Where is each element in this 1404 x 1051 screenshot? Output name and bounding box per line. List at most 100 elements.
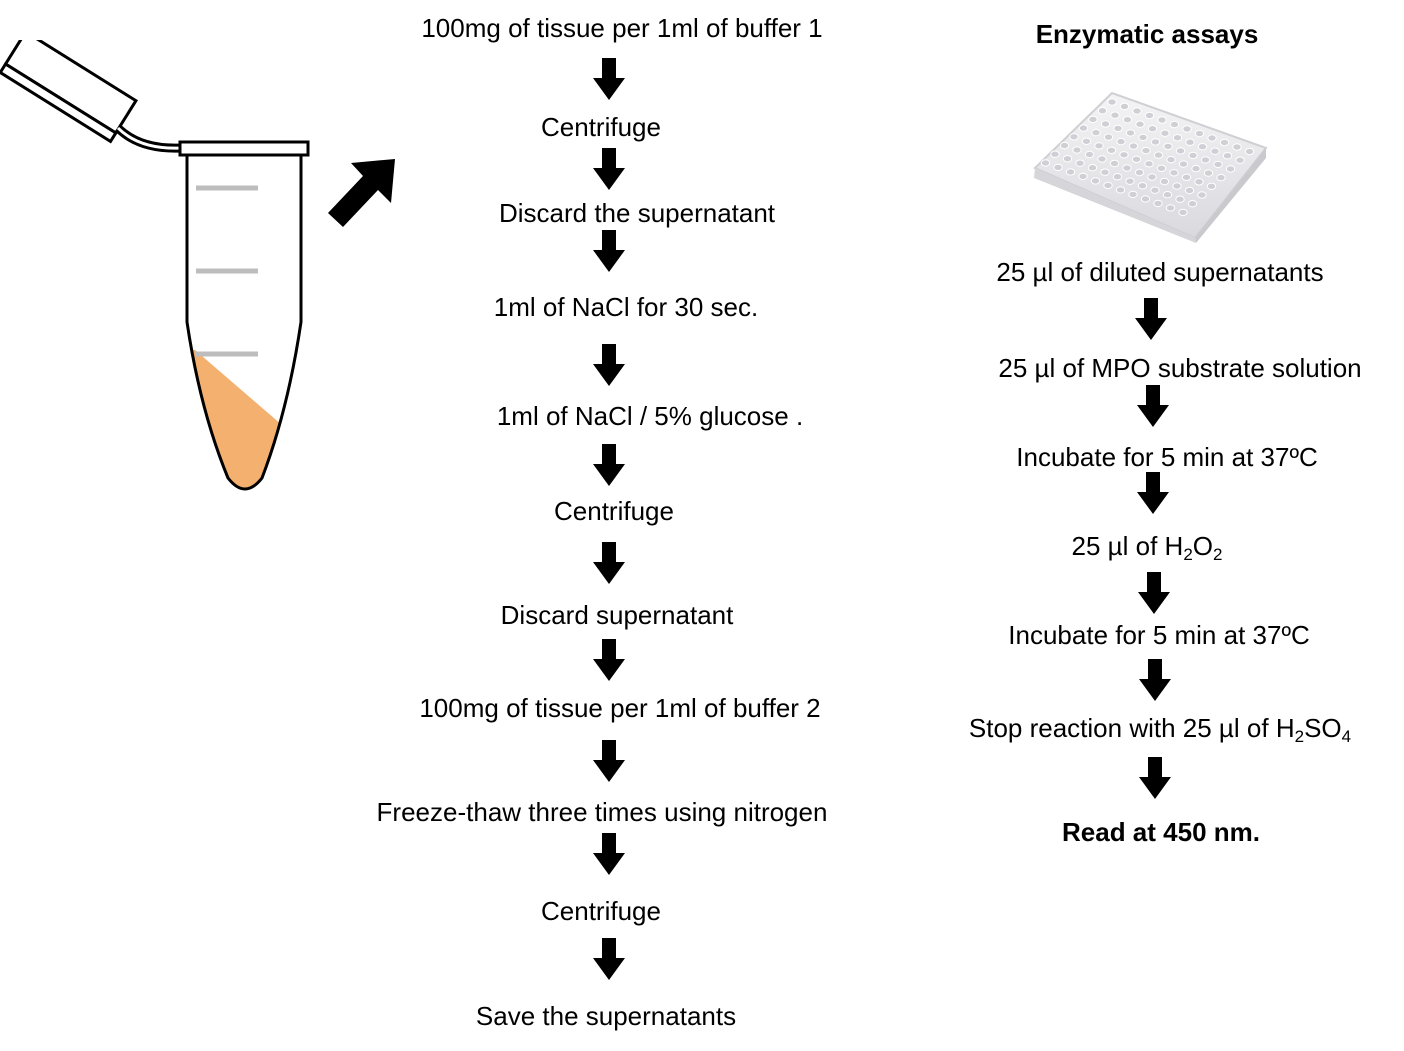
step-label: Centrifuge [541,896,661,926]
arrow-down-icon [593,639,625,681]
arrow-down-icon [593,833,625,875]
arrow-down-icon [593,740,625,782]
well [1138,133,1148,142]
well [1169,169,1179,177]
well [1141,146,1151,155]
well [1132,107,1142,115]
well [1188,151,1198,160]
well [1153,199,1163,208]
well [1216,173,1226,182]
well [1203,169,1214,177]
formula-part: 4 [1341,727,1352,746]
well [1135,120,1145,128]
well [1109,159,1120,168]
arrow-down-icon [593,542,625,584]
assay-title: Enzymatic assays [1035,19,1259,49]
assay-step-label: 25 µl of diluted supernatants [996,257,1324,287]
well [1191,164,1201,173]
well [1140,195,1151,203]
well [1125,129,1136,137]
well [1100,168,1110,176]
well [1182,125,1192,133]
formula-part: SO [1304,713,1342,743]
well [1200,156,1211,164]
formula-part: Stop reaction with 25 µl of H [968,713,1295,743]
well [1125,177,1135,185]
well [1084,150,1095,159]
well [1144,160,1154,168]
well [1235,156,1245,164]
arrow-up-right-icon [328,159,395,227]
well [1194,178,1204,186]
well [1122,116,1133,124]
well [1244,147,1255,156]
well [1065,168,1076,176]
arrow-down-icon [593,148,625,190]
well [1097,155,1107,163]
arrow-down-icon [1137,472,1169,514]
well [1094,142,1104,150]
well [1103,181,1113,190]
assay-step-label: Incubate for 5 min at 37ºC [1016,442,1318,472]
well [1078,124,1089,132]
well [1172,134,1183,142]
well [1178,160,1189,168]
well [1131,155,1142,164]
arrow-down-icon [593,58,625,100]
well [1115,186,1126,194]
step-label: Discard supernatant [500,600,734,630]
well [1185,138,1195,146]
well [1087,164,1098,172]
well [1113,124,1123,133]
well [1122,164,1132,172]
arrow-down-icon [1139,757,1171,799]
well [1137,182,1148,190]
well [1184,186,1195,195]
well [1090,177,1101,185]
well [1128,190,1138,199]
well [1116,137,1126,146]
well [1081,137,1092,145]
well [1103,133,1114,141]
arrow-down-icon [593,444,625,486]
well [1187,200,1198,208]
well [1040,159,1051,167]
step-label: Centrifuge [541,112,661,142]
well [1119,151,1129,159]
well [1100,120,1111,128]
formula-part: 25 µl of H [1071,531,1184,561]
well [1206,182,1217,191]
well [1110,111,1120,119]
assay-step-label: 25 µl of MPO substrate solution [998,353,1362,383]
well [1172,182,1182,190]
arrow-down-icon [593,938,625,980]
step-label: Freeze-thaw three times using nitrogen [376,797,828,827]
well [1210,147,1220,155]
well [1194,129,1205,138]
well [1157,116,1167,124]
well [1197,191,1207,199]
well [1175,195,1185,203]
well [1059,141,1070,150]
well [1112,173,1123,181]
assay-step-label: Incubate for 5 min at 37ºC [1008,620,1310,650]
well [1197,143,1208,151]
arrow-down-icon [593,230,625,272]
formula-part: O [1192,531,1214,561]
well [1128,142,1139,150]
well [1160,129,1170,137]
well [1053,163,1063,172]
well [1163,142,1173,151]
final-step-label: Read at 450 nm. [1062,817,1260,847]
step-label: 100mg of tissue per 1ml of buffer 1 [421,13,823,43]
assay-step-label: 25 µl of H2O2 [1071,531,1223,563]
well [1072,146,1082,154]
well [1162,191,1173,199]
arrow-down-icon [593,344,625,386]
well [1106,146,1117,154]
well [1219,138,1230,147]
well [1088,115,1098,124]
well [1091,128,1101,137]
well-plate-icon [1033,91,1268,243]
well [1147,125,1158,133]
